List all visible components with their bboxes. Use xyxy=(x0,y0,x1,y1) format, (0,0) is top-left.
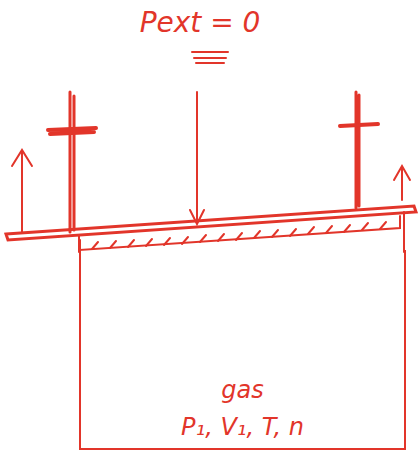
external-pressure-label: Pext = 0 xyxy=(140,8,261,39)
state-variables: P₁, V₁, T, n xyxy=(181,413,304,442)
gas-cylinder: gasP₁, V₁, T, n xyxy=(79,250,406,450)
gas-label: gas xyxy=(221,376,263,405)
